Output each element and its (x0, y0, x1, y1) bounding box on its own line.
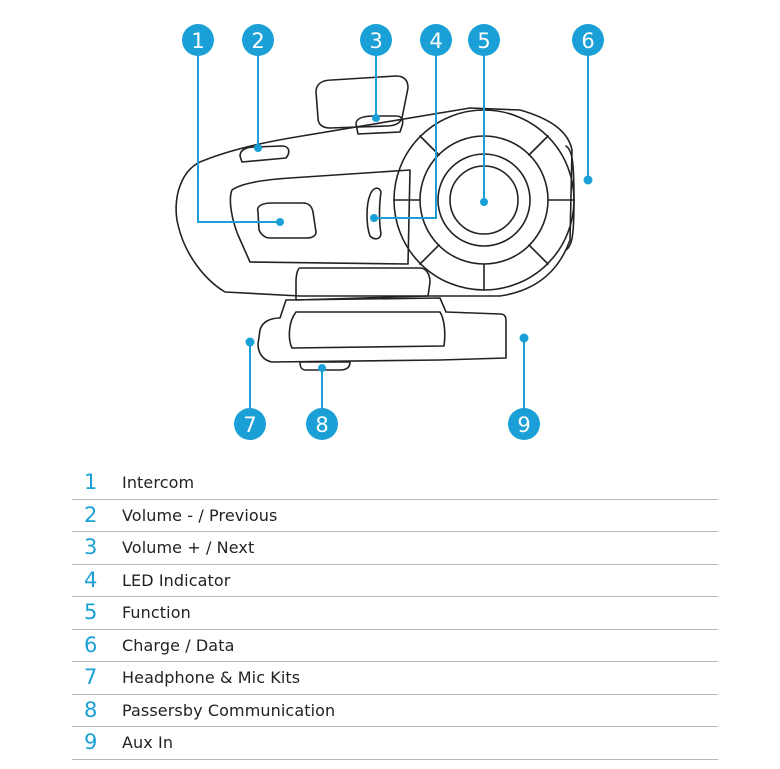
svg-text:2: 2 (251, 29, 264, 53)
legend-number: 1 (84, 470, 98, 495)
svg-text:5: 5 (477, 29, 490, 53)
legend-item-charge-data: 6 Charge / Data (72, 630, 718, 662)
callout-badge-6: 6 (572, 24, 604, 56)
legend-number: 6 (84, 632, 98, 657)
device-diagram: 1 2 3 4 5 6 7 8 9 (175, 24, 604, 440)
legend-label: Volume - / Previous (122, 505, 278, 525)
svg-text:6: 6 (581, 29, 594, 53)
led-indicator-shape (366, 187, 382, 240)
callout-badge-5: 5 (468, 24, 500, 56)
volume-down-button (239, 145, 290, 163)
mount-upper (295, 267, 431, 301)
svg-text:9: 9 (517, 413, 530, 437)
legend-label: LED Indicator (122, 570, 231, 590)
legend-list: 1 Intercom 2 Volume - / Previous 3 Volum… (72, 467, 718, 760)
callout-badge-8: 8 (306, 408, 338, 440)
intercom-button (256, 202, 317, 239)
legend-number: 9 (84, 730, 98, 755)
callout-badge-2: 2 (242, 24, 274, 56)
volume-up-button (355, 115, 404, 135)
svg-text:8: 8 (315, 413, 328, 437)
legend-item-volume-up: 3 Volume + / Next (72, 532, 718, 565)
legend-label: Intercom (122, 473, 195, 493)
svg-text:4: 4 (429, 29, 442, 53)
callout-badge-7: 7 (234, 408, 266, 440)
legend-label: Passersby Communication (122, 700, 336, 720)
callout-badge-3: 3 (360, 24, 392, 56)
legend-label: Charge / Data (122, 635, 235, 655)
charge-port (565, 145, 575, 251)
legend-number: 8 (84, 697, 98, 722)
legend-item-led-indicator: 4 LED Indicator (72, 565, 718, 597)
device-body (175, 107, 573, 297)
mount-plate (288, 311, 446, 349)
legend-number: 4 (84, 567, 98, 592)
legend-label: Volume + / Next (122, 538, 255, 558)
callout-badge-9: 9 (508, 408, 540, 440)
leader-lines (197, 54, 589, 410)
mount-foot (299, 361, 351, 371)
legend-number: 2 (84, 502, 98, 527)
svg-text:1: 1 (191, 29, 204, 53)
legend-label: Headphone & Mic Kits (122, 668, 301, 688)
callout-badge-4: 4 (420, 24, 452, 56)
callout-badge-1: 1 (182, 24, 214, 56)
legend-label: Function (122, 603, 191, 623)
svg-text:3: 3 (369, 29, 382, 53)
legend-item-intercom: 1 Intercom (72, 467, 718, 500)
legend-label: Aux In (122, 733, 174, 753)
side-panel (229, 169, 411, 265)
legend-item-aux-in: 9 Aux In (72, 727, 718, 760)
legend-number: 3 (84, 535, 98, 560)
legend-number: 5 (84, 600, 98, 625)
legend-item-headphone-mic-kits: 7 Headphone & Mic Kits (72, 662, 718, 695)
mount-base (257, 297, 507, 363)
leader-endpoints (245, 114, 593, 372)
svg-text:7: 7 (243, 413, 256, 437)
legend-item-passersby-communication: 8 Passersby Communication (72, 695, 718, 727)
legend-number: 7 (84, 665, 98, 690)
legend-item-volume-down: 2 Volume - / Previous (72, 500, 718, 532)
legend-item-function: 5 Function (72, 597, 718, 630)
